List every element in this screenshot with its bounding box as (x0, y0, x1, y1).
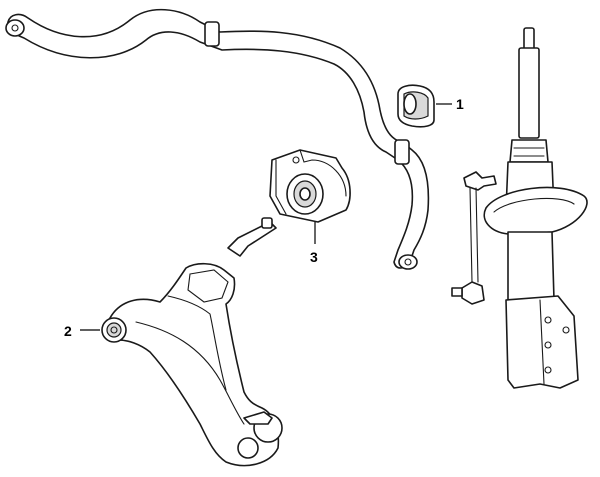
callout-1-label: 1 (456, 96, 464, 112)
strut-assembly (483, 27, 588, 389)
callout-2-label: 2 (64, 323, 72, 339)
lower-arm-rear-bushing (269, 149, 351, 223)
lower-control-arm (101, 217, 283, 467)
stabilizer-link (451, 171, 497, 305)
stabilizer-bar-bushing (397, 84, 435, 128)
stabilizer-bar (5, 8, 430, 270)
callout-3-label: 3 (310, 249, 318, 265)
